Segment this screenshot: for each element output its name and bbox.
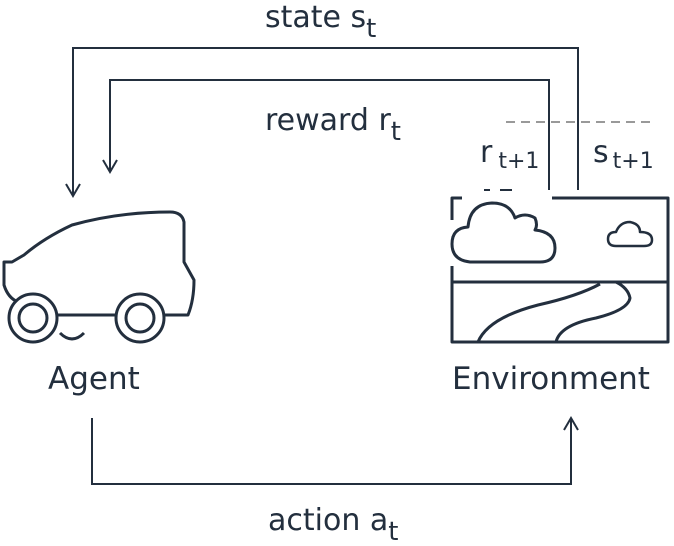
- next-reward-sub: t+1: [498, 149, 539, 174]
- landscape-icon: [450, 189, 670, 344]
- reward-label-text: reward r: [265, 103, 391, 138]
- reward-label-sub: t: [391, 117, 401, 147]
- next-state-sub: t+1: [613, 149, 654, 174]
- state-arrow-head: [65, 183, 81, 198]
- reward-label: reward rt: [265, 103, 401, 147]
- agent-label: Agent: [48, 361, 140, 397]
- reward-arrow-head: [102, 159, 118, 174]
- action-arrow-line: [91, 418, 572, 485]
- car-icon: [2, 210, 196, 344]
- next-state-text: s: [593, 135, 609, 170]
- action-label-text: action a: [268, 503, 388, 538]
- next-reward-text: r: [480, 135, 493, 170]
- state-label-text: state s: [265, 0, 366, 35]
- state-label-sub: t: [366, 14, 376, 44]
- state-label: state st: [265, 0, 376, 44]
- reward-arrow-line: [109, 79, 550, 190]
- environment-label: Environment: [452, 361, 650, 397]
- state-arrow-line: [72, 47, 579, 196]
- action-arrow-head: [563, 416, 579, 431]
- action-label: action at: [268, 503, 398, 546]
- action-label-sub: t: [388, 517, 398, 546]
